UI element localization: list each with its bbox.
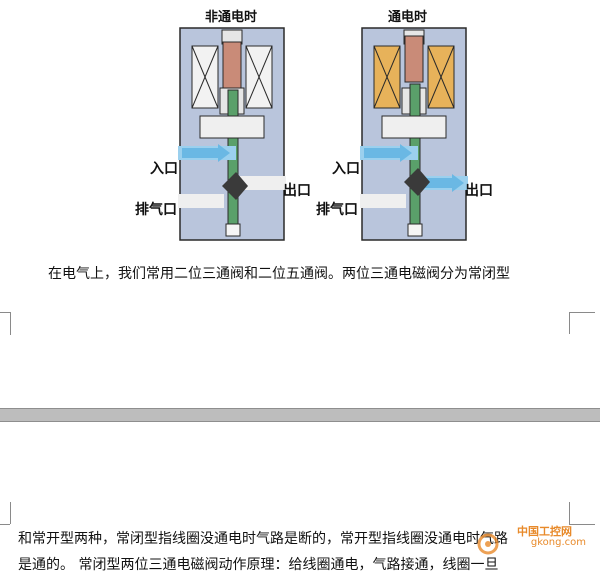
watermark-gear-icon (477, 533, 499, 555)
page-margin-mark-right-h (569, 312, 595, 313)
paragraph-line-2: 和常开型两种，常闭型指线圈没通电时气路是断的，常开型指线圈没通电时气路 (18, 531, 508, 547)
page-margin-mark-right-2 (569, 502, 570, 524)
figure-title-on: 通电时 (388, 10, 428, 25)
watermark-url: gkong.com (530, 537, 586, 548)
page-break-gap (0, 408, 600, 422)
figure-title-off: 非通电时 (205, 10, 258, 25)
paragraph-line-1: 在电气上，我们常用二位三通阀和二位五通阀。两位三通电磁阀分为常闭型 (48, 266, 510, 282)
valve-diagram-on (360, 27, 468, 241)
document-page-bottom (0, 422, 600, 577)
label-inlet-off: 入口 (150, 161, 178, 177)
document-page-top: 非通电时 通电时 (0, 0, 600, 335)
page-margin-mark-left (10, 312, 11, 335)
paragraph-line-3: 是通的。 常闭型两位三通电磁阀动作原理：给线圈通电，气路接通，线圈一旦 (18, 557, 499, 573)
valve-diagram-off (178, 27, 286, 241)
watermark-text: 中国工控网 (517, 525, 572, 538)
page-margin-mark-right (569, 312, 570, 334)
label-inlet-on: 入口 (332, 161, 360, 177)
page-margin-mark-right-2h (569, 524, 595, 525)
solenoid-valve-figure: 非通电时 通电时 (0, 0, 600, 250)
label-exhaust-on: 排气口 (316, 202, 358, 218)
label-exhaust-off: 排气口 (135, 202, 177, 218)
page-margin-mark-left-h (0, 312, 10, 313)
label-outlet-on: 出口 (465, 183, 493, 199)
page-margin-mark-left-2 (10, 502, 11, 524)
label-outlet-off: 出口 (283, 183, 311, 199)
page-margin-mark-left-2h (0, 524, 10, 525)
